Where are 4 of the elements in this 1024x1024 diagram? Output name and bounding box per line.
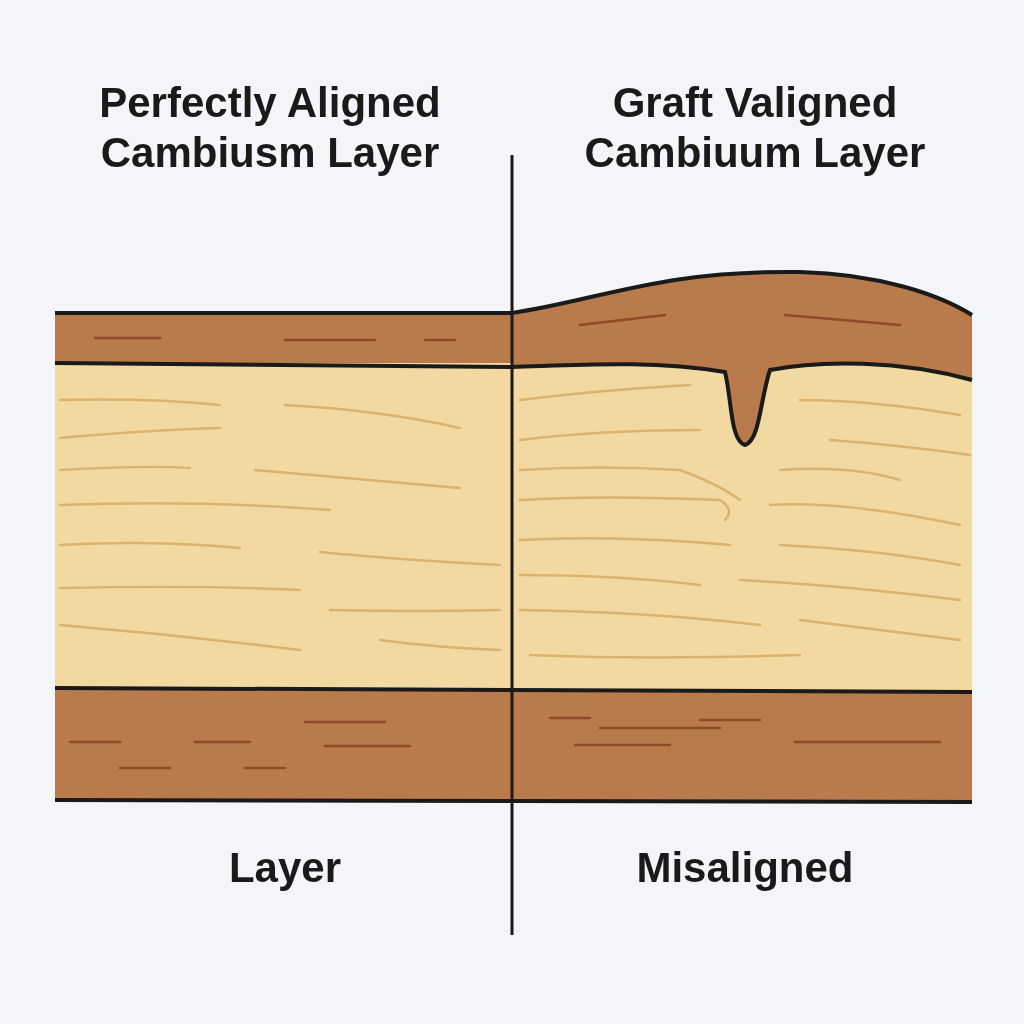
panel-heading: Graft Valigned Cambiuum Layer [583, 78, 927, 179]
panel-caption: Layer [227, 843, 343, 893]
panel-heading: Perfectly Aligned Cambiusm Layer [98, 78, 442, 179]
panel-caption: Misaligned [635, 843, 855, 893]
